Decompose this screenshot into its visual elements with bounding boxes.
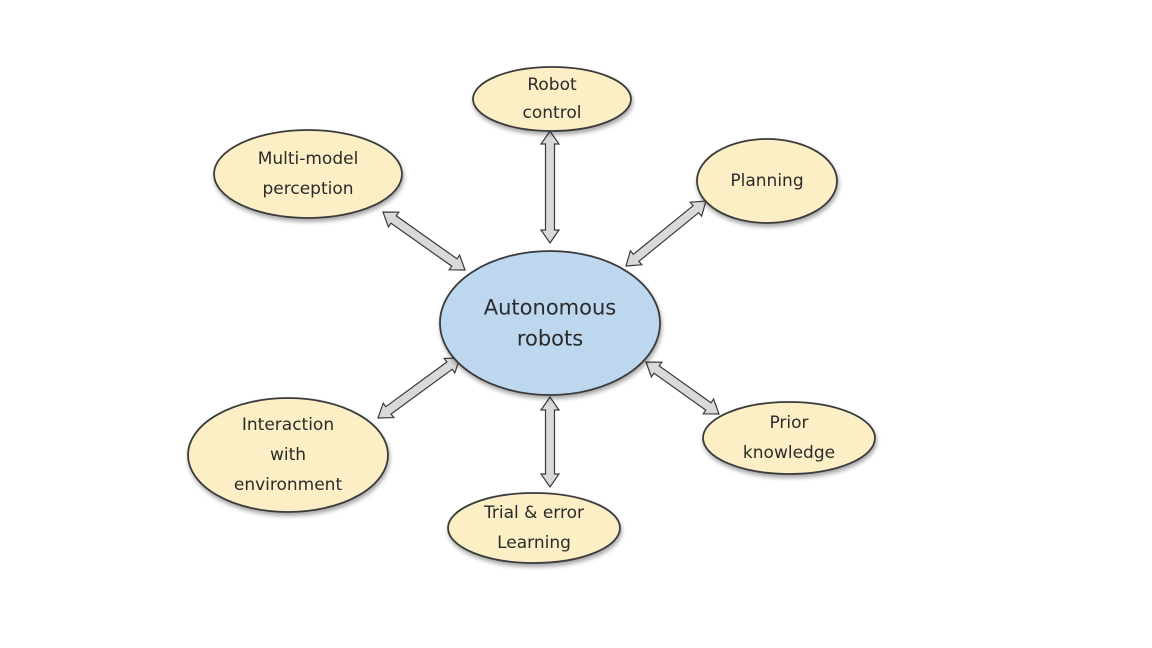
node-robot-control: Robot control: [472, 66, 632, 132]
node-label-line: Interaction: [242, 415, 334, 435]
node-ellipse: [447, 492, 621, 564]
arrows-layer: [377, 129, 720, 489]
node-label-line: perception: [262, 179, 353, 199]
node-ellipse: [696, 138, 838, 224]
arrow-multi-model-perception: [382, 211, 466, 271]
node-label-line: Robot: [527, 75, 577, 95]
arrow-planning: [625, 200, 707, 267]
node-label-line: Autonomous: [484, 296, 616, 320]
node-label-line: environment: [234, 475, 343, 495]
node-interaction-with-environment: Interaction with environment: [187, 397, 389, 513]
node-label-line: Planning: [730, 171, 803, 191]
node-label-line: control: [523, 103, 582, 123]
arrow-prior-knowledge: [645, 361, 720, 415]
node-label-line: Multi-model: [258, 149, 359, 169]
node-ellipse: [213, 129, 403, 219]
node-ellipse: [472, 66, 632, 132]
node-label-line: with: [270, 445, 306, 465]
node-multi-model-perception: Multi-model perception: [213, 129, 403, 219]
node-autonomous-robots: Autonomous robots: [439, 250, 661, 396]
node-ellipse: [187, 397, 389, 513]
node-planning: Planning: [696, 138, 838, 224]
node-label-line: Learning: [497, 533, 571, 553]
node-label-line: robots: [517, 327, 583, 351]
node-ellipse: [702, 401, 876, 475]
node-label-line: Prior: [769, 413, 808, 433]
arrow-interaction-with-environment: [377, 357, 461, 419]
node-label-line: knowledge: [743, 443, 835, 463]
arrow-trial-and-error-learning: [539, 395, 561, 489]
arrow-robot-control: [539, 129, 561, 245]
center-ellipse: [439, 250, 661, 396]
node-label-line: Trial & error: [483, 503, 584, 523]
node-prior-knowledge: Prior knowledge: [702, 401, 876, 475]
